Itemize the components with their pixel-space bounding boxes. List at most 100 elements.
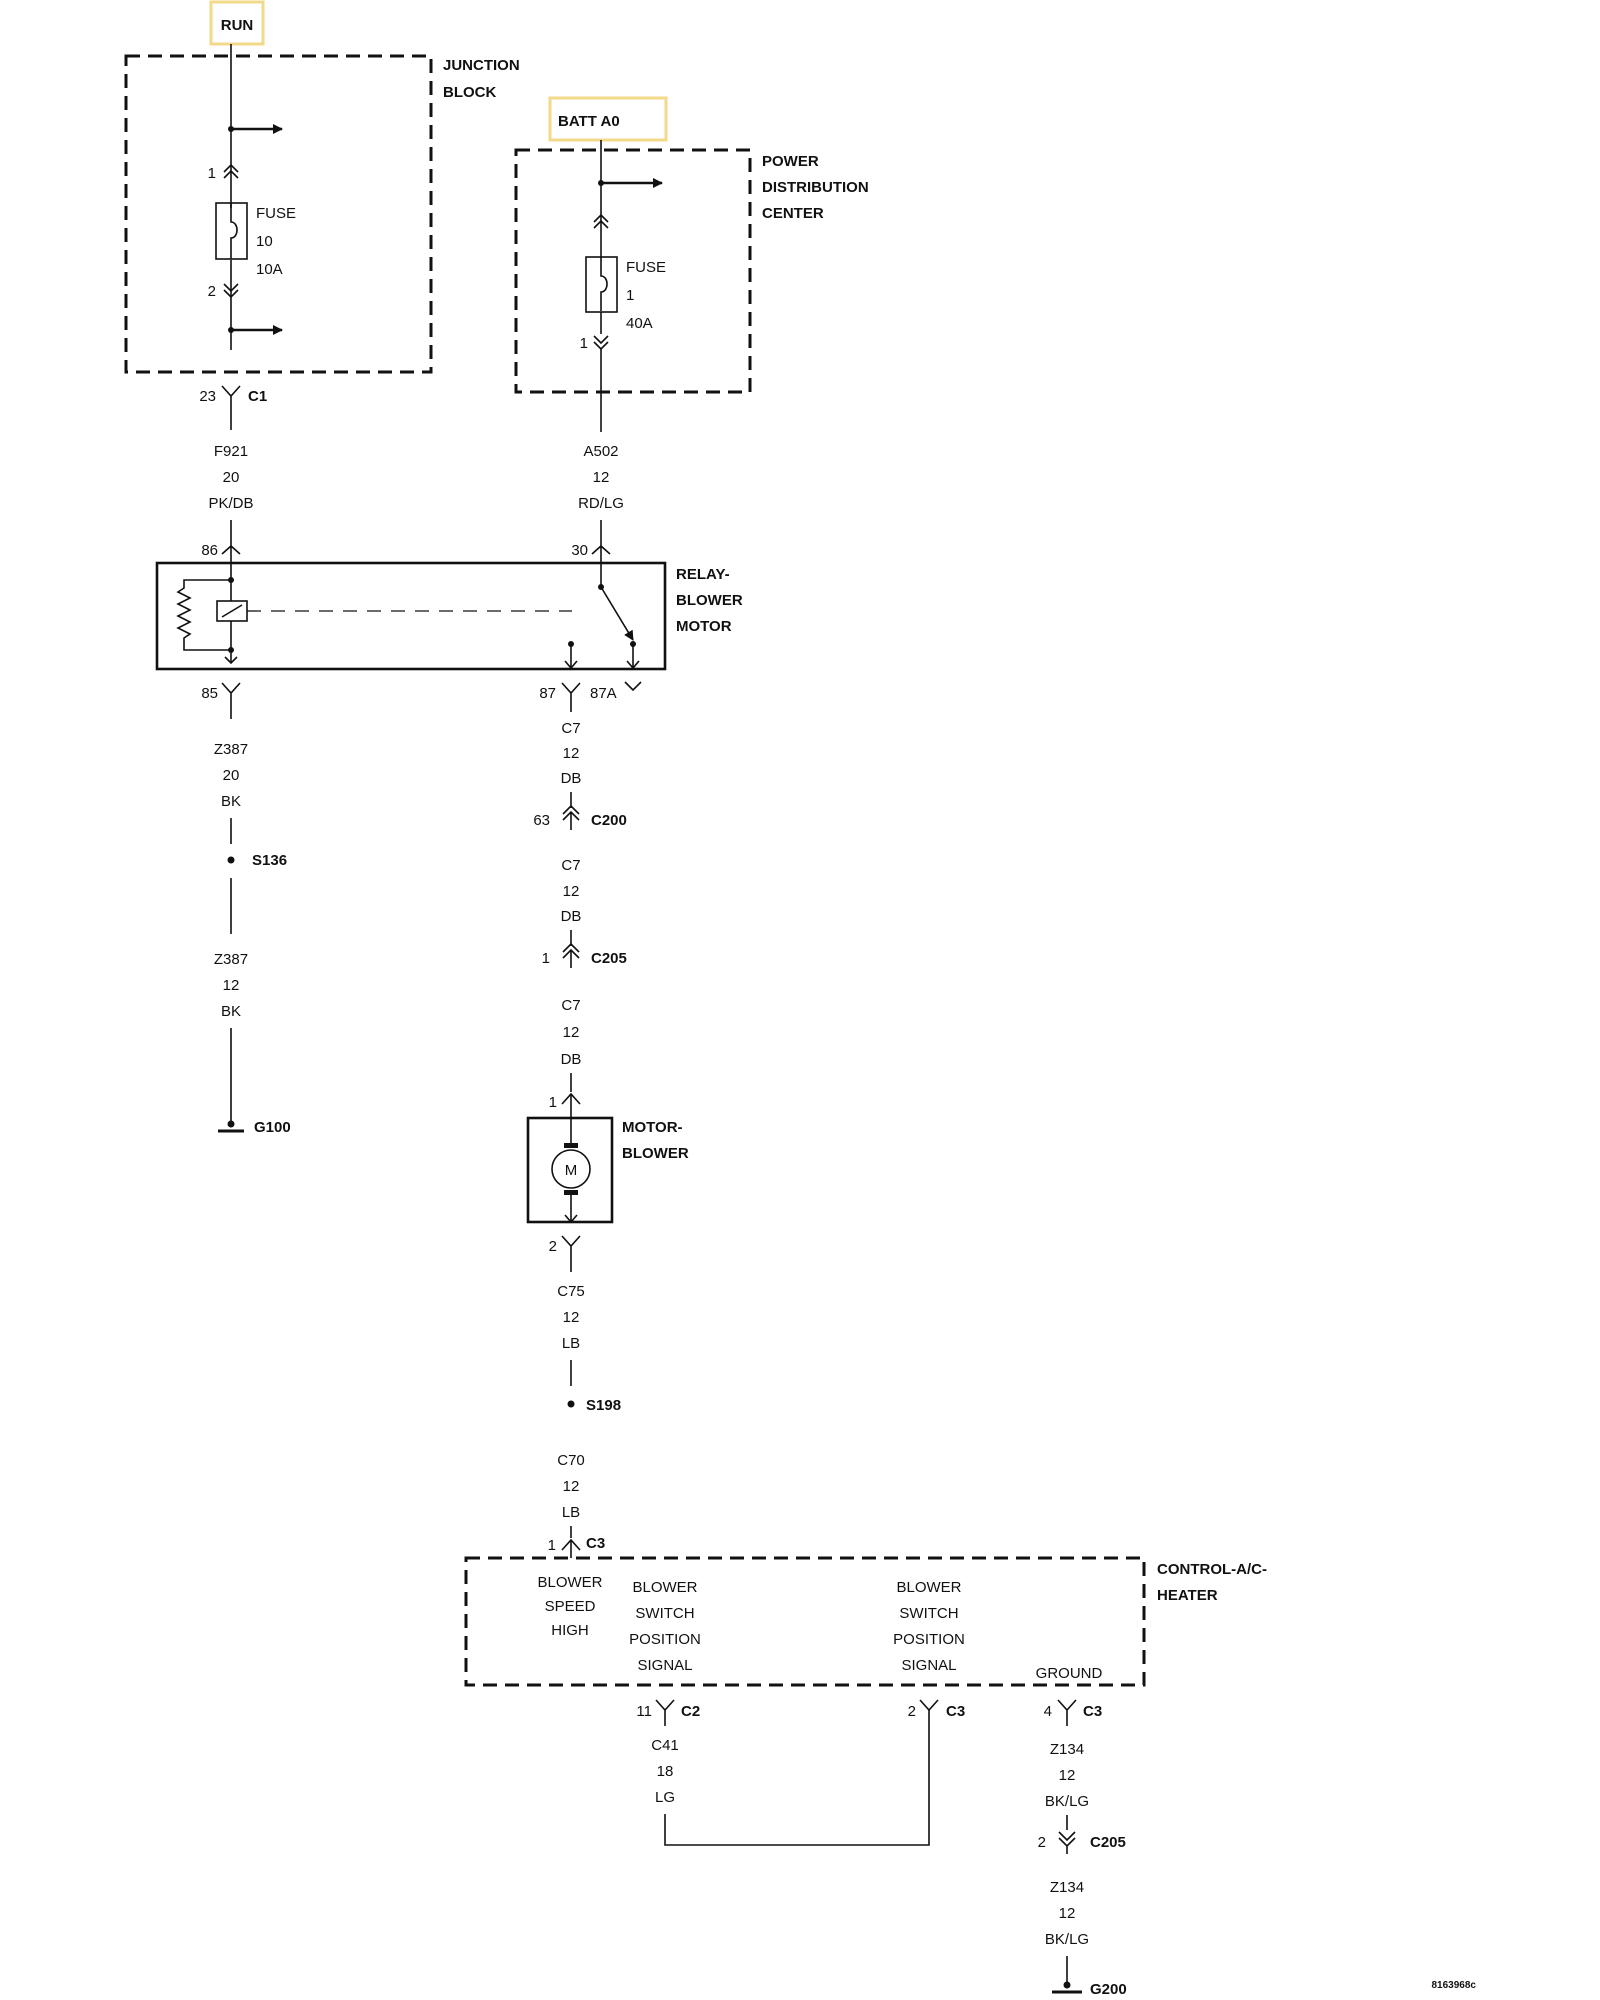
relay-pin-87: 87 <box>539 685 556 702</box>
wire-z387-b-color: BK <box>221 1003 241 1020</box>
control-func3-line1: BLOWER <box>896 1579 961 1596</box>
wire-z134-b-gauge: 12 <box>1059 1905 1076 1922</box>
motor-pin-2: 2 <box>549 1238 557 1255</box>
wire-c7-b: C7 12 DB <box>561 857 582 946</box>
junction-block-name-2: BLOCK <box>443 84 496 101</box>
wire-c7-a: C7 12 DB <box>561 720 582 808</box>
wire-c7-a-color: DB <box>561 770 582 787</box>
wire-z134-a-gauge: 12 <box>1059 1767 1076 1784</box>
wire-z134-a-circuit: Z134 <box>1050 1741 1084 1758</box>
c1-label: C1 <box>248 388 267 405</box>
wire-c41-color: LG <box>655 1789 675 1806</box>
control-func3-line2: SWITCH <box>899 1605 958 1622</box>
wire-f921-circuit: F921 <box>214 443 248 460</box>
control-name-1: CONTROL-A/C- <box>1157 1561 1267 1578</box>
motor-pin-1: 1 <box>549 1094 557 1111</box>
connector-c205: 1 C205 <box>542 942 627 968</box>
control-func2-line1: BLOWER <box>632 1579 697 1596</box>
control-func3-line3: POSITION <box>893 1631 965 1648</box>
wire-c7-c-color: DB <box>561 1051 582 1068</box>
control-name-2: HEATER <box>1157 1587 1218 1604</box>
ground-g200-label: G200 <box>1090 1981 1127 1998</box>
jb-pin-2: 2 <box>208 283 216 300</box>
connector-c205-b: 2 C205 <box>1038 1831 1126 1854</box>
wire-c75-color: LB <box>562 1335 580 1352</box>
c205-b-label: C205 <box>1090 1834 1126 1851</box>
c205-label: C205 <box>591 950 627 967</box>
wire-z387-b-circuit: Z387 <box>214 951 248 968</box>
source-batt-label: BATT A0 <box>558 113 620 130</box>
control-func2-line2: SWITCH <box>635 1605 694 1622</box>
ground-g200: G200 <box>1052 1981 1127 1998</box>
relay-name-3: MOTOR <box>676 618 732 635</box>
figure-id: 8163968c <box>1432 1980 1477 1991</box>
fuse-1-rating: 40A <box>626 315 653 332</box>
wire-c41-circuit: C41 <box>651 1737 679 1754</box>
wire-a502-color: RD/LG <box>578 495 624 512</box>
pdc-name-3: CENTER <box>762 205 824 222</box>
wire-c7-a-circuit: C7 <box>561 720 580 737</box>
pdc-name-1: POWER <box>762 153 819 170</box>
wire-c70: C70 12 LB <box>557 1452 585 1538</box>
control-func2-line3: POSITION <box>629 1631 701 1648</box>
connector-c3-mid: 2 C3 <box>908 1699 965 1720</box>
wire-z134-a-color: BK/LG <box>1045 1793 1089 1810</box>
wire-c70-gauge: 12 <box>563 1478 580 1495</box>
relay-pin-30: 30 <box>571 542 588 559</box>
c2-pin: 11 <box>636 1703 652 1720</box>
wire-a502-circuit: A502 <box>583 443 618 460</box>
c3-top-pin: 1 <box>548 1537 556 1554</box>
source-run-label: RUN <box>221 17 254 34</box>
c2-label: C2 <box>681 1703 700 1720</box>
wire-z387-a: Z387 20 BK <box>214 741 248 844</box>
power-distribution-center: POWER DISTRIBUTION CENTER FUSE 1 40A 1 <box>514 140 869 432</box>
fuse-1-number: 1 <box>626 287 634 304</box>
wire-z134-b: Z134 12 BK/LG <box>1045 1879 1089 1982</box>
wire-z387-a-color: BK <box>221 793 241 810</box>
c205-pin: 1 <box>542 950 550 967</box>
control-func3-line4: SIGNAL <box>901 1657 956 1674</box>
fuse-1-label: FUSE <box>626 259 666 276</box>
control-ac-heater: CONTROL-A/C- HEATER BLOWER SPEED HIGH BL… <box>464 1556 1267 1687</box>
connector-c3-ground: 4 C3 <box>1044 1699 1102 1726</box>
c3-ground-label: C3 <box>1083 1703 1102 1720</box>
relay-blower-motor: 86 30 RELAY- BLOWER MOTOR 85 87 87A <box>155 542 743 719</box>
wire-z387-b: Z387 12 BK <box>214 951 248 1124</box>
wire-z387-a-circuit: Z387 <box>214 741 248 758</box>
relay-pin-85: 85 <box>201 685 218 702</box>
wire-z387-a-gauge: 20 <box>223 767 240 784</box>
wire-c7-a-gauge: 12 <box>563 745 580 762</box>
c3-ground-pin: 4 <box>1044 1703 1052 1720</box>
relay-name-1: RELAY- <box>676 566 730 583</box>
pdc-pin-1: 1 <box>580 335 588 352</box>
jb-pin-1: 1 <box>208 165 216 182</box>
wire-c75: C75 12 LB <box>557 1283 585 1386</box>
connector-c1: 23 C1 <box>199 385 267 430</box>
connector-c3-top: 1 C3 <box>548 1535 605 1558</box>
wire-a502-gauge: 12 <box>593 469 610 486</box>
c3-mid-pin: 2 <box>908 1703 916 1720</box>
pdc-name-2: DISTRIBUTION <box>762 179 869 196</box>
source-run: RUN <box>209 0 265 46</box>
wire-c70-color: LB <box>562 1504 580 1521</box>
wire-c41-gauge: 18 <box>657 1763 674 1780</box>
wire-f921-gauge: 20 <box>223 469 240 486</box>
wire-c75-circuit: C75 <box>557 1283 585 1300</box>
wire-c7-c-gauge: 12 <box>563 1024 580 1041</box>
junction-block: JUNCTION BLOCK 1 FUSE 10 10A 2 <box>124 44 520 374</box>
motor-name-2: BLOWER <box>622 1145 689 1162</box>
splice-s136: S136 <box>227 852 287 934</box>
c200-label: C200 <box>591 812 627 829</box>
control-func4: GROUND <box>1036 1665 1103 1682</box>
fuse-10-label: FUSE <box>256 205 296 222</box>
ground-g100-label: G100 <box>254 1119 291 1136</box>
relay-pin-86: 86 <box>201 542 218 559</box>
motor-symbol-label: M <box>565 1162 578 1179</box>
wire-c7-b-gauge: 12 <box>563 883 580 900</box>
splice-s136-label: S136 <box>252 852 287 869</box>
wire-c7-b-color: DB <box>561 908 582 925</box>
wire-f921-color: PK/DB <box>208 495 253 512</box>
splice-s198-label: S198 <box>586 1397 621 1414</box>
splice-s198: S198 <box>567 1397 621 1414</box>
